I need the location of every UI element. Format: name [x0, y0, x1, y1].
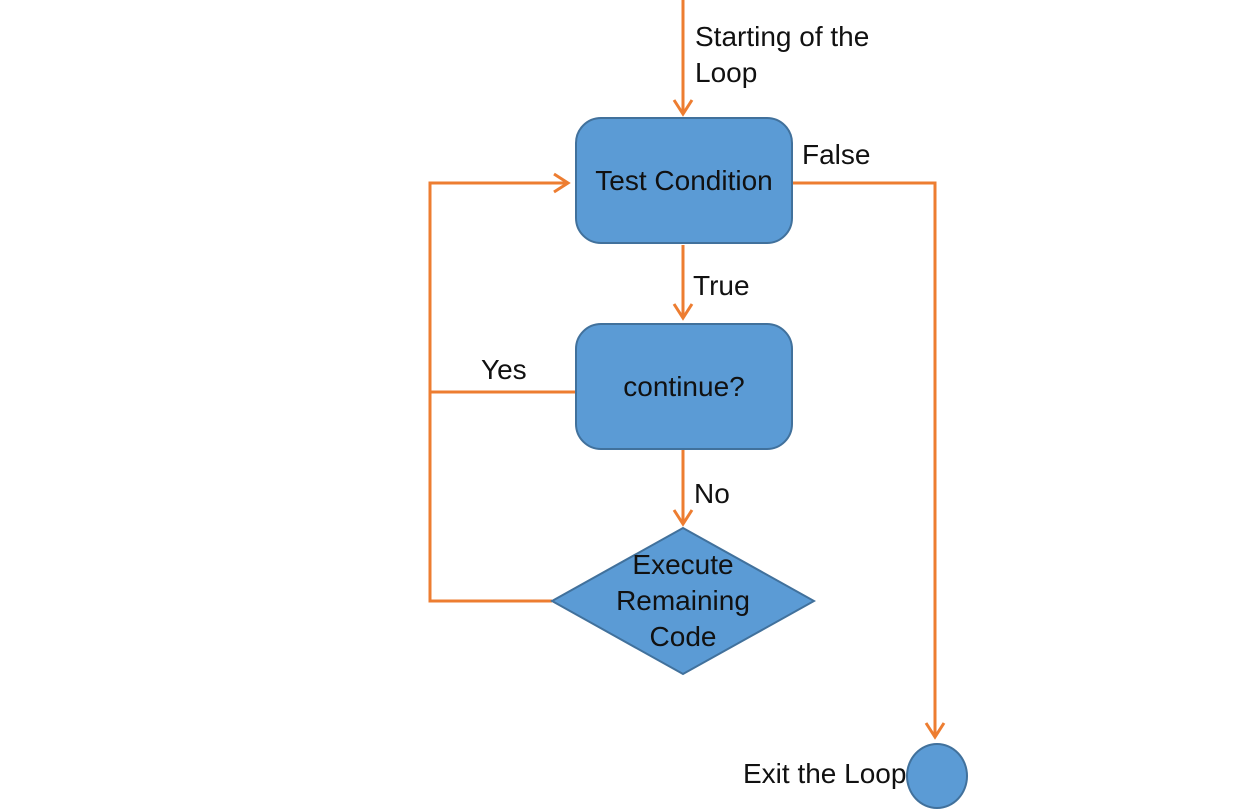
node-continue: continue?: [575, 323, 793, 450]
start-connector-arrowhead-icon: [672, 99, 694, 117]
node-execute-remaining: Execute Remaining Code: [550, 526, 816, 676]
false-connector-arrowhead-icon: [924, 722, 946, 740]
exit-label: Exit the Loop: [743, 758, 907, 789]
node-test-condition: Test Condition: [575, 117, 793, 244]
node-exit-terminator: [906, 743, 968, 809]
node-execute-remaining-shape: [550, 526, 816, 676]
diamond-icon: [550, 526, 816, 676]
loopback-connector-arrowhead-icon: [553, 172, 571, 194]
start-label: Starting of the Loop: [695, 21, 870, 88]
false-edge-label: False: [802, 139, 871, 170]
node-execute-remaining-label: Execute Remaining Code: [616, 549, 750, 652]
true-edge-label: True: [693, 270, 750, 301]
no-connector-arrowhead-icon: [672, 509, 694, 527]
yes-edge-label: Yes: [481, 354, 527, 385]
no-edge-label: No: [694, 478, 730, 509]
node-test-condition-label: Test Condition: [595, 164, 773, 196]
false-connector-line: [793, 181, 937, 736]
node-continue-label: continue?: [623, 370, 745, 402]
true-connector-arrowhead-icon: [672, 303, 694, 321]
